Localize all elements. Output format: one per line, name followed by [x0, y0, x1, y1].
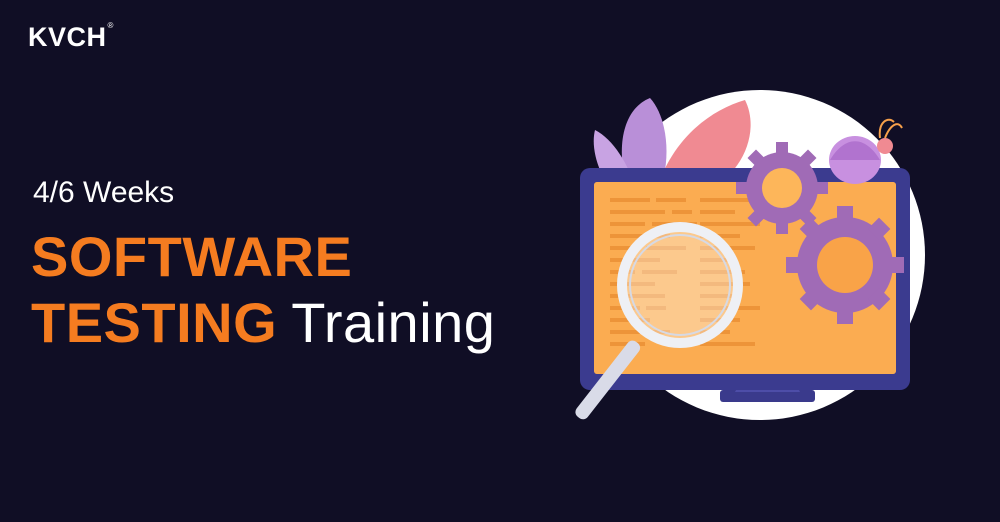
brand-logo[interactable]: KVCH®: [28, 21, 114, 53]
software-testing-illustration: [575, 90, 925, 420]
brand-name: KVCH: [28, 22, 107, 52]
title-line-1: SOFTWARE: [31, 225, 353, 288]
registered-mark: ®: [107, 21, 114, 30]
magnifier-icon: [575, 222, 743, 420]
bug-icon: [829, 118, 903, 184]
title-accent-word: TESTING: [31, 291, 278, 354]
course-duration: 4/6 Weeks: [33, 176, 175, 209]
title-suffix: Training: [291, 291, 496, 354]
